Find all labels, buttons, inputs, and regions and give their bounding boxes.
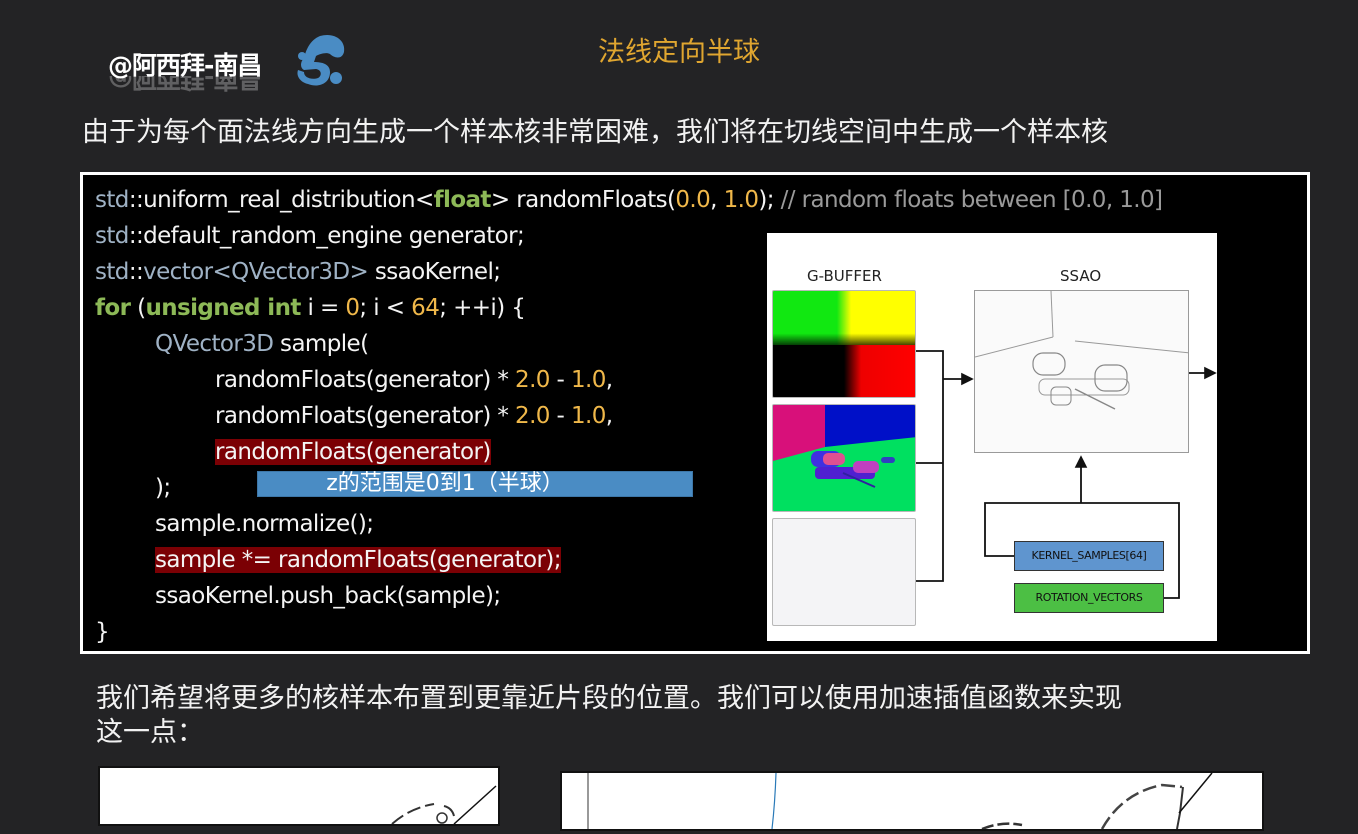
watermark-logo-icon <box>297 34 345 86</box>
hemisphere-figure-left <box>98 766 500 826</box>
distribution-sketch-icon <box>587 772 1213 831</box>
code-line-4: for (unsigned int i = 0; i < 64; ++i) { <box>95 295 526 321</box>
code-line-5: QVector3D sample( <box>155 331 369 357</box>
paragraph-2-line-2: 这一点： <box>96 717 204 748</box>
code-line-13: } <box>95 619 110 645</box>
code-comment: // random floats between [0.0, 1.0] <box>780 187 1163 213</box>
code-line-2: std::default_random_engine generator; <box>95 223 525 249</box>
slide-title-text: 法线定向半球 <box>598 37 760 68</box>
hemisphere-figure-right <box>560 771 1264 831</box>
gbuffer-label: G-BUFFER <box>807 267 882 285</box>
z-range-callout: z的范围是0到1（半球） <box>257 471 693 497</box>
code-panel: std::uniform_real_distribution<float> ra… <box>80 172 1310 654</box>
code-line-6: randomFloats(generator) * 2.0 - 1.0, <box>215 367 613 393</box>
rotation-vectors-box: ROTATION_VECTORS <box>1014 583 1164 613</box>
kernel-samples-box: KERNEL_SAMPLES[64] <box>1014 541 1164 571</box>
code-line-3: std::vector<QVector3D> ssaoKernel; <box>95 259 501 285</box>
gbuffer-position-image <box>772 290 916 398</box>
watermark-text: @阿西拜-南昌 <box>108 51 262 80</box>
normal-scene-icon <box>773 405 915 488</box>
code-line-11: sample *= randomFloats(generator); <box>155 543 561 577</box>
gbuffer-normal-image <box>772 404 916 512</box>
code-line-9: ); <box>155 475 171 501</box>
ssao-scene-icon <box>975 291 1188 410</box>
highlighted-scale-line: sample *= randomFloats(generator); <box>155 547 561 573</box>
gbuffer-albedo-image <box>772 518 916 626</box>
code-line-8: randomFloats(generator) <box>215 435 491 469</box>
code-line-1: std::uniform_real_distribution<float> ra… <box>95 187 1163 213</box>
ssao-output-image <box>974 290 1189 453</box>
code-line-12: ssaoKernel.push_back(sample); <box>155 583 501 609</box>
paragraph-2-line-1: 我们希望将更多的核样本布置到更靠近片段的位置。我们可以使用加速插值函数来实现 <box>96 683 1122 714</box>
code-line-7: randomFloats(generator) * 2.0 - 1.0, <box>215 403 613 429</box>
watermark-reflection: @阿西拜-南昌 <box>108 76 262 93</box>
code-line-10: sample.normalize(); <box>155 511 374 537</box>
ssao-label: SSAO <box>1060 267 1102 285</box>
intro-text: 由于为每个面法线方向生成一个样本核非常困难，我们将在切线空间中生成一个样本核 <box>82 117 1108 148</box>
highlighted-z-component: randomFloats(generator) <box>215 439 491 465</box>
slide-title: 法线定向半球 <box>0 30 1358 69</box>
ssao-pipeline-diagram: G-BUFFER SSAO <box>767 233 1217 641</box>
paragraph-2: 我们希望将更多的核样本布置到更靠近片段的位置。我们可以使用加速插值函数来实现 这… <box>96 682 1256 750</box>
